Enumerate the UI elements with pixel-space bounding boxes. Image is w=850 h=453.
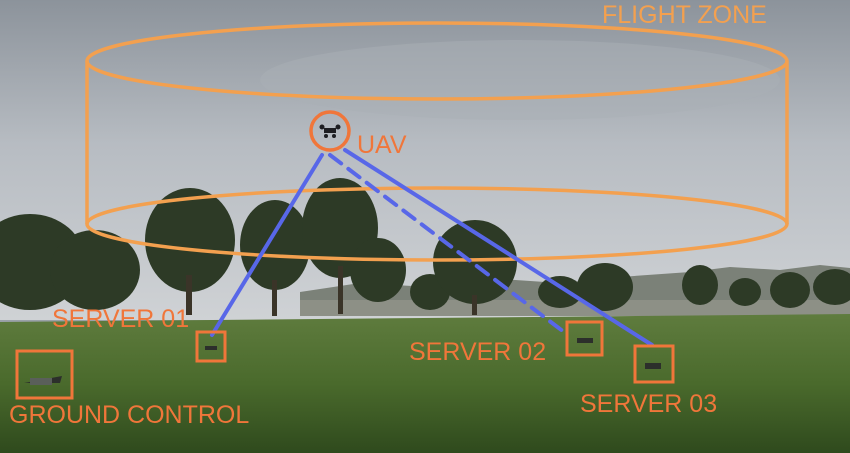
flight-zone-label: FLIGHT ZONE <box>602 1 767 29</box>
ground-control-box <box>15 349 74 400</box>
uav-server-links <box>210 148 654 347</box>
ground-drones <box>24 338 661 385</box>
tree-line <box>0 178 850 311</box>
server-02-label: SERVER 02 <box>409 338 547 366</box>
uav-drone-icon <box>319 124 341 138</box>
cloud <box>260 40 780 120</box>
tree-trunks <box>186 266 477 316</box>
link-server-03 <box>343 148 654 347</box>
server-02-box <box>565 320 604 357</box>
flight-zone-cylinder <box>85 21 789 262</box>
grass-field <box>0 314 850 453</box>
ground-control-label: GROUND CONTROL <box>9 401 250 429</box>
server-03-label: SERVER 03 <box>580 390 718 418</box>
server-03-box <box>633 344 675 384</box>
server-01-label: SERVER 01 <box>52 305 190 333</box>
server-01-box <box>195 330 227 363</box>
uav-label: UAV <box>357 131 407 159</box>
link-server-01 <box>210 153 324 337</box>
link-server-02 <box>328 153 570 337</box>
uav-marker <box>309 110 351 152</box>
